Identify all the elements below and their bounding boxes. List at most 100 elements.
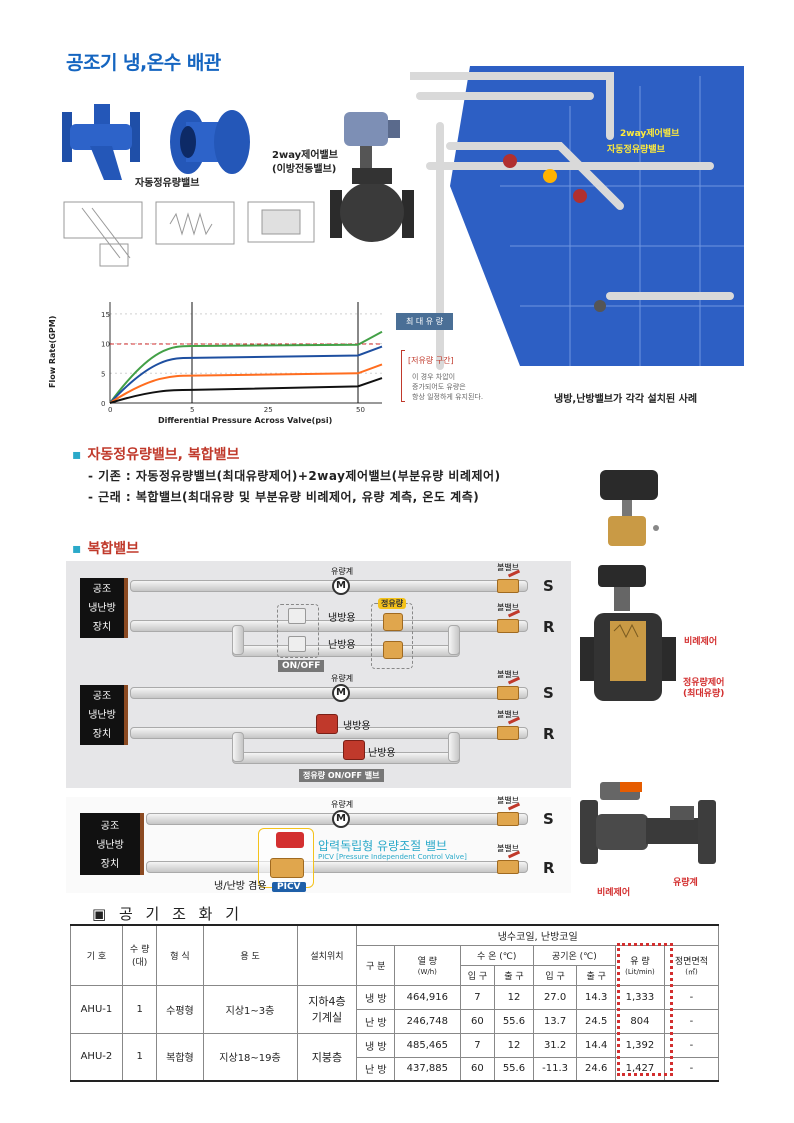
- diagram-panel-a: [66, 561, 571, 788]
- meter-label-3: 유량계: [331, 800, 354, 809]
- cooling-label-1: 냉방용: [328, 613, 356, 624]
- picv-actuator-icon: [276, 832, 304, 848]
- cutaway-drawing-strainer: [60, 192, 146, 270]
- flow-onoff-tag: 정유량 ON/OFF 밸브: [299, 769, 384, 782]
- ann-2way-valve: 2way제어밸브: [620, 129, 680, 139]
- chart-y-label: Flow Rate(GPM): [48, 315, 57, 388]
- unit-3-line-3: 장치: [100, 859, 120, 870]
- flow-column-highlight: [617, 943, 673, 1076]
- flow-valve-tag: 정유량: [378, 598, 407, 609]
- flow-valve-image: [168, 108, 252, 178]
- section1-line-1: - 기존 : 자동정유량밸브(최대유량제어)+2way제어밸브(부분유량 비례제…: [88, 469, 501, 483]
- combo-valve-cutaway-image: [580, 561, 676, 709]
- ball-label-3r: 볼밸브: [497, 844, 520, 853]
- th-water: 수 온 (℃): [459, 944, 534, 966]
- th-qty: 수 량(대): [121, 924, 158, 986]
- bypass-riser-2b: [448, 732, 460, 762]
- unit-box-1: 공조 냉난방 장치: [80, 578, 128, 638]
- table-row: AHU-2 1 복합형 지상18~19층 지붕층 냉 방 485,465 7 1…: [70, 1032, 720, 1082]
- chart-y-tick: 10: [101, 341, 110, 349]
- unit-3-line-2: 냉난방: [96, 840, 124, 851]
- bypass-riser-2a: [232, 732, 244, 762]
- chart-y-tick: 15: [101, 311, 110, 319]
- onoff-valve-icon-2: [288, 636, 306, 652]
- side-label-prop: 비례제어: [684, 637, 718, 647]
- supply-pipe-2: [130, 687, 528, 699]
- chart-x-tick: 0: [108, 406, 112, 414]
- side-label-flow-1: 정유량제어: [683, 678, 725, 688]
- ball-valve-icon-1r: [497, 619, 519, 633]
- unit-2-line-1: 공조: [92, 691, 112, 702]
- chart-callout-line-1: 이 경우 차압이: [412, 373, 456, 381]
- combo-valve-icon-1: [316, 714, 338, 734]
- return-pipe-1: [130, 620, 528, 632]
- th-loc: 설치위치: [296, 924, 358, 986]
- ball-label-3s: 볼밸브: [497, 796, 520, 805]
- picv-tag: PICV: [272, 882, 306, 892]
- th-water-in: 입 구: [459, 964, 496, 986]
- meter-label-1: 유량계: [331, 567, 354, 576]
- unit-3-line-1: 공조: [100, 821, 120, 832]
- return-letter-3: R: [543, 859, 555, 877]
- chart-x-tick: 25: [264, 406, 273, 414]
- onoff-tag: ON/OFF: [278, 660, 325, 672]
- th-air-in: 입 구: [532, 964, 578, 986]
- ahu-spec-table: 기 호 수 량(대) 형 식 용 도 설치위치 냉수코일, 난방코일 구 분 열…: [70, 924, 720, 1082]
- th-use: 용 도: [202, 924, 298, 986]
- unit-1-line-2: 냉난방: [88, 603, 116, 614]
- ann-auto-flow-valve: 자동정유량밸브: [607, 145, 665, 155]
- ahu-rendering: [406, 66, 744, 396]
- table-row: 난 방 437,885 60 55.6 -11.3 24.6 1,427 -: [71, 1056, 720, 1082]
- bypass-riser-1b: [448, 625, 460, 655]
- ball-valve-icon-2r: [497, 726, 519, 740]
- return-pipe-3: [146, 861, 528, 873]
- return-letter-2: R: [543, 725, 555, 743]
- chart-y-tick: 0: [101, 400, 105, 408]
- actuator-product-image: [588, 466, 668, 556]
- th-coil: 냉수코일, 난방코일: [356, 924, 719, 946]
- chart-series-line-3: [109, 377, 383, 404]
- rendering-caption: 냉방,난방밸브가 각각 설치된 사례: [554, 394, 698, 405]
- strainer-valve-image: [60, 98, 142, 186]
- th-div: 구 분: [356, 944, 396, 986]
- th-heat: 열 량(W/h): [394, 944, 461, 986]
- both-use-label: 냉/난방 겸용: [214, 881, 267, 892]
- bypass-riser-1a: [232, 625, 244, 655]
- cutaway-drawing-spring: [152, 194, 238, 252]
- picv-product-image: [580, 776, 730, 876]
- chart-callout-max: 최 대 유 량: [396, 313, 454, 330]
- table-heading: ▣ 공 기 조 화 기: [92, 905, 244, 923]
- ball-valve-icon-2s: [497, 686, 519, 700]
- cooling-label-2: 냉방용: [343, 721, 371, 732]
- supply-letter-1: S: [543, 577, 554, 595]
- meter-label-2: 유량계: [331, 674, 354, 683]
- side-label-meter: 유량계: [673, 878, 698, 888]
- unit-box-2: 공조 냉난방 장치: [80, 685, 128, 745]
- unit-1-line-3: 장치: [92, 622, 112, 633]
- section1-heading: ▪자동정유량밸브, 복합밸브: [72, 447, 240, 463]
- supply-pipe-1: [130, 580, 528, 592]
- chart-x-tick: 5: [190, 406, 194, 414]
- flow-valve-icon-2: [383, 641, 403, 659]
- ball-label-1s: 볼밸브: [497, 563, 520, 572]
- flow-valve-icon-1: [383, 613, 403, 631]
- section2-heading: ▪복합밸브: [72, 541, 140, 557]
- actuator-valve-image: [328, 108, 416, 250]
- table-heading-square: ▣: [92, 905, 119, 923]
- th-water-out: 출 구: [494, 964, 534, 986]
- chart-series-line-1: [109, 345, 383, 404]
- chart-series-line-2: [109, 363, 383, 404]
- supply-letter-3: S: [543, 810, 554, 828]
- ball-label-1r: 볼밸브: [497, 603, 520, 612]
- page-title: 공조기 냉,온수 배관: [66, 52, 221, 74]
- th-type: 형 식: [156, 924, 204, 986]
- ball-valve-icon-3s: [497, 812, 519, 826]
- flow-meter-icon-2: M: [332, 684, 350, 702]
- chart-x-label: Differential Pressure Across Valve(psi): [158, 416, 333, 425]
- ball-valve-icon-1s: [497, 579, 519, 593]
- chart-callout-line-3: 항상 일정하게 유지된다.: [412, 393, 484, 401]
- th-air-out: 출 구: [576, 964, 616, 986]
- onoff-valve-icon-1: [288, 608, 306, 624]
- ball-valve-icon-3r: [497, 860, 519, 874]
- chart-callout-bracket: [401, 350, 405, 402]
